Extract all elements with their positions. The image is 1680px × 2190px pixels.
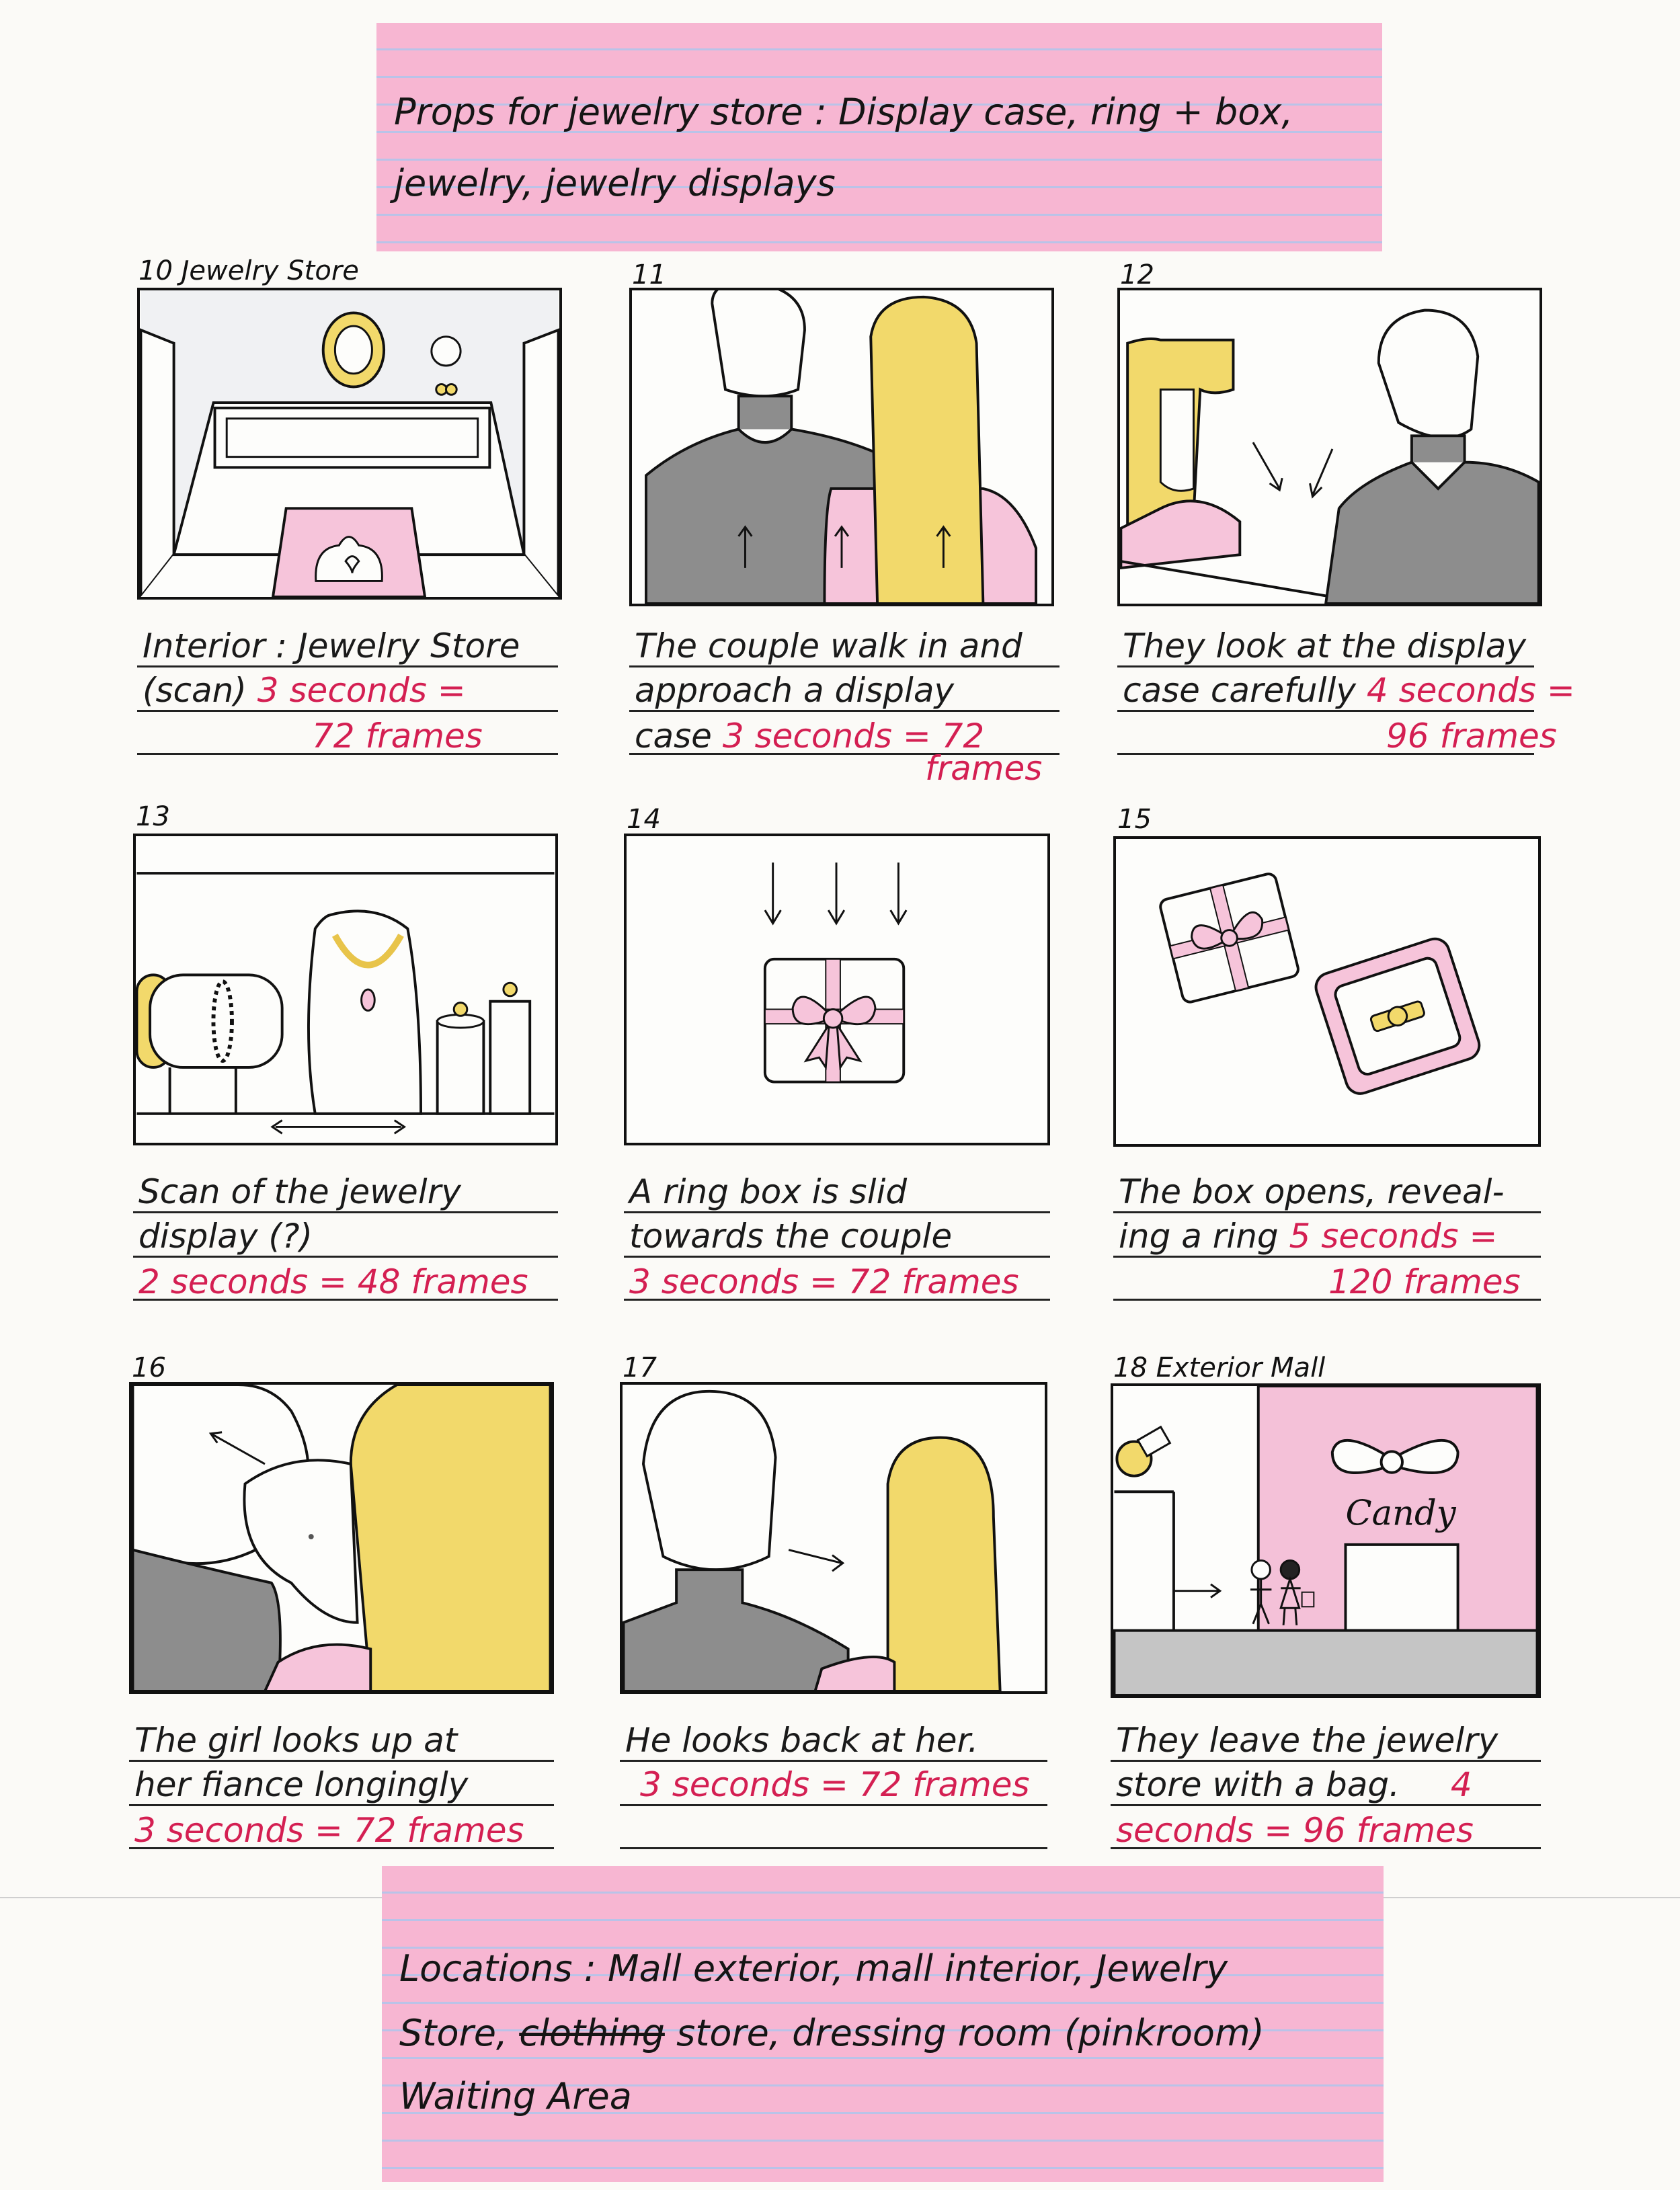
caption-text: Scan of the jewelry bbox=[138, 1172, 461, 1211]
jewelry-display-scan-drawing bbox=[136, 872, 555, 1135]
panel-18-caption: They leave the jewelry store with a bag.… bbox=[1111, 1718, 1581, 1853]
panel-17-frame bbox=[620, 1382, 1047, 1694]
caption-text: He looks back at her. bbox=[625, 1721, 979, 1760]
caption-text: The couple walk in and bbox=[635, 626, 1023, 665]
couple-walking-drawing bbox=[645, 290, 1038, 604]
panel-13-caption: Scan of the jewelry display (?) 2 second… bbox=[133, 1170, 577, 1304]
locations-struck-word: clothing bbox=[519, 2012, 665, 2054]
panel-16-caption: The girl looks up at her fiance longingl… bbox=[129, 1718, 573, 1853]
panel-12-label: 12 bbox=[1120, 259, 1154, 290]
open-ring-box-drawing bbox=[1159, 873, 1481, 1095]
caption-frames: frames bbox=[925, 749, 1043, 788]
candy-sign: Candy bbox=[1345, 1494, 1456, 1533]
panel-13-label: 13 bbox=[136, 801, 170, 832]
caption-text: ing a ring bbox=[1119, 1217, 1279, 1256]
caption-duration: 4 seconds = bbox=[1366, 671, 1575, 710]
panel-17-label: 17 bbox=[623, 1352, 657, 1383]
panel-14-label: 14 bbox=[627, 804, 661, 835]
caption-text: display (?) bbox=[138, 1217, 313, 1256]
jewelry-store-interior-drawing bbox=[140, 290, 559, 597]
props-line-2: jewelry, jewelry displays bbox=[394, 162, 836, 204]
caption-duration: 3 seconds = bbox=[257, 671, 466, 710]
locations-line-1: Locations : Mall exterior, mall interior… bbox=[399, 1947, 1228, 1990]
panel-15-caption: The box opens, reveal- ing a ring 5 seco… bbox=[1113, 1170, 1584, 1304]
panel-16-label: 16 bbox=[132, 1352, 166, 1383]
locations-line-3: Waiting Area bbox=[399, 2075, 632, 2117]
panel-15-label: 15 bbox=[1117, 804, 1152, 835]
caption-frames: 96 frames bbox=[1386, 717, 1557, 756]
caption-text: case carefully bbox=[1123, 671, 1356, 710]
panel-18-label: 18 Exterior Mall bbox=[1113, 1352, 1326, 1383]
couple-looking-at-case-drawing bbox=[1120, 309, 1539, 604]
panel-16-frame bbox=[129, 1382, 554, 1694]
caption-text: her fiance longingly bbox=[134, 1765, 469, 1804]
props-line-1: Props for jewelry store : Display case, … bbox=[394, 91, 1293, 133]
caption-text: The girl looks up at bbox=[134, 1721, 458, 1760]
panel-11-label: 11 bbox=[632, 259, 666, 290]
caption-duration: 3 seconds = 72 bbox=[722, 717, 985, 756]
props-note: Props for jewelry store : Display case, … bbox=[376, 23, 1382, 251]
panel-11-caption: The couple walk in and approach a displa… bbox=[629, 624, 1059, 792]
caption-text: Interior : Jewelry Store bbox=[143, 626, 520, 665]
caption-duration: 4 bbox=[1450, 1765, 1472, 1804]
caption-text: A ring box is slid bbox=[629, 1172, 908, 1211]
panel-17-caption: He looks back at her. 3 seconds = 72 fra… bbox=[620, 1718, 1064, 1853]
ring-box-slid-drawing bbox=[763, 862, 908, 1084]
caption-duration: 3 seconds = 72 frames bbox=[134, 1811, 524, 1850]
panel-12-caption: They look at the display case carefully … bbox=[1117, 624, 1628, 758]
panel-13-frame bbox=[133, 834, 558, 1145]
caption-duration: 2 seconds = 48 frames bbox=[138, 1262, 528, 1301]
he-looks-back-drawing bbox=[623, 1389, 1002, 1691]
exterior-mall-drawing: Candy bbox=[1113, 1386, 1538, 1695]
panel-10-label: 10 Jewelry Store bbox=[138, 255, 359, 286]
panel-10-caption: Interior : Jewelry Store (scan) 3 second… bbox=[137, 624, 558, 758]
caption-text: case bbox=[635, 717, 712, 756]
panel-14-frame bbox=[624, 834, 1050, 1145]
caption-text: store with a bag. bbox=[1116, 1765, 1400, 1804]
caption-text: They leave the jewelry bbox=[1116, 1721, 1498, 1760]
caption-text: The box opens, reveal- bbox=[1119, 1172, 1505, 1211]
caption-duration: 5 seconds = bbox=[1289, 1217, 1498, 1256]
locations-note: Locations : Mall exterior, mall interior… bbox=[382, 1866, 1384, 2182]
locations-rest: store, dressing room (pinkroom) bbox=[676, 2012, 1265, 2054]
panel-10-frame bbox=[137, 288, 562, 600]
caption-duration: 3 seconds = 72 frames bbox=[640, 1765, 1030, 1804]
locations-store: Store, bbox=[399, 2012, 508, 2054]
panel-18-frame: Candy bbox=[1111, 1383, 1541, 1698]
caption-text: They look at the display bbox=[1123, 626, 1527, 665]
caption-frames: seconds = 96 frames bbox=[1116, 1811, 1474, 1850]
caption-text: approach a display bbox=[635, 671, 955, 710]
panel-15-frame bbox=[1113, 836, 1541, 1147]
panel-12-frame bbox=[1117, 288, 1542, 606]
caption-text: towards the couple bbox=[629, 1217, 953, 1256]
caption-frames: 72 frames bbox=[312, 717, 483, 756]
panel-11-frame bbox=[629, 288, 1054, 606]
caption-duration: 3 seconds = 72 frames bbox=[629, 1262, 1019, 1301]
caption-text: (scan) bbox=[143, 671, 247, 710]
caption-frames: 120 frames bbox=[1328, 1262, 1521, 1301]
locations-line-2: Store, clothing store, dressing room (pi… bbox=[399, 2004, 1366, 2062]
girl-looks-up-drawing bbox=[132, 1385, 551, 1691]
panel-14-caption: A ring box is slid towards the couple 3 … bbox=[624, 1170, 1068, 1304]
